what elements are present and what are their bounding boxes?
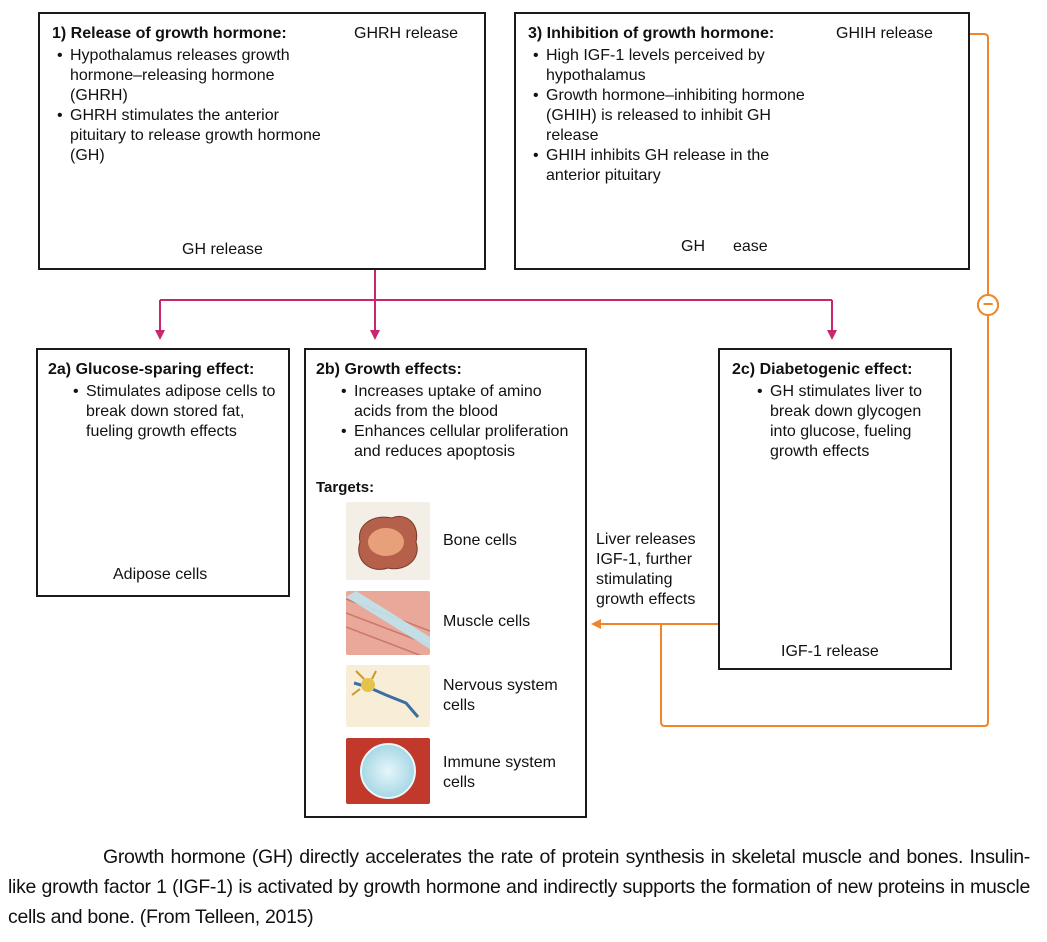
box2c-bullets: GH stimulates liver to break down glycog…: [732, 382, 944, 462]
box1-bullets: Hypothalamus releases growth hormone–rel…: [52, 46, 322, 166]
box2b-bullets: Increases uptake of amino acids from the…: [316, 382, 578, 462]
liver-note-text: Liver releases IGF-1, further stimulatin…: [596, 531, 696, 608]
target-label-immune: Immune system cells: [443, 753, 568, 793]
inhibition-symbol: −: [977, 294, 999, 316]
box3-bullet: High IGF-1 levels perceived by hypothala…: [533, 46, 818, 86]
box2a-bullets: Stimulates adipose cells to break down s…: [48, 382, 280, 442]
adipose-cells-label: Adipose cells: [113, 566, 208, 583]
box2a-title: 2a) Glucose-sparing effect:: [48, 361, 255, 378]
box1-bullet: GHRH stimulates the anterior pituitary t…: [57, 106, 322, 166]
immune-cell-image: [346, 738, 430, 804]
target-label-nervous-text: Nervous system cells: [443, 677, 558, 714]
box2c-title: 2c) Diabetogenic effect:: [732, 361, 913, 378]
bone-cell-image: [346, 502, 430, 580]
box3-bullet: Growth hormone–inhibiting hormone (GHIH)…: [533, 86, 818, 146]
box-glucose-sparing: 2a) Glucose-sparing effect: Stimulates a…: [36, 348, 290, 597]
gh-blocked-label-left: GH: [681, 238, 705, 255]
inhibition-symbol-text: −: [982, 294, 994, 314]
caption-text: Growth hormone (GH) directly accelerates…: [8, 846, 1030, 928]
nerve-cell-image: [346, 665, 430, 727]
ghih-release-label: GHIH release: [836, 25, 933, 42]
muscle-cell-image: [346, 591, 430, 655]
target-label-immune-text: Immune system cells: [443, 754, 556, 791]
box2c-bullet: GH stimulates liver to break down glycog…: [757, 382, 944, 462]
box3-title: 3) Inhibition of growth hormone:: [528, 25, 775, 42]
box2b-bullet: Enhances cellular proliferation and redu…: [341, 422, 578, 462]
igf1-release-label: IGF-1 release: [781, 643, 879, 660]
box-inhibition-gh: 3) Inhibition of growth hormone: High IG…: [514, 12, 970, 270]
box3-bullets: High IGF-1 levels perceived by hypothala…: [528, 46, 818, 186]
target-label-bone: Bone cells: [443, 532, 517, 549]
target-label-nervous: Nervous system cells: [443, 676, 573, 716]
box-release-gh: 1) Release of growth hormone: Hypothalam…: [38, 12, 486, 270]
box2b-bullet: Increases uptake of amino acids from the…: [341, 382, 578, 422]
box1-bullet: Hypothalamus releases growth hormone–rel…: [57, 46, 322, 106]
gh-release-label: GH release: [182, 241, 263, 258]
targets-heading: Targets:: [316, 479, 375, 496]
figure-caption: Growth hormone (GH) directly accelerates…: [8, 842, 1030, 932]
liver-note: Liver releases IGF-1, further stimulatin…: [596, 530, 712, 610]
gh-blocked-label-right: ease: [733, 238, 768, 255]
target-label-muscle: Muscle cells: [443, 613, 531, 630]
box3-bullet: GHIH inhibits GH release in the anterior…: [533, 146, 818, 186]
box2b-title: 2b) Growth effects:: [316, 361, 462, 378]
box-diabetogenic: 2c) Diabetogenic effect: GH stimulates l…: [718, 348, 952, 670]
ghrh-release-label: GHRH release: [354, 25, 459, 42]
box1-title: 1) Release of growth hormone:: [52, 25, 287, 42]
box2a-bullet: Stimulates adipose cells to break down s…: [73, 382, 280, 442]
